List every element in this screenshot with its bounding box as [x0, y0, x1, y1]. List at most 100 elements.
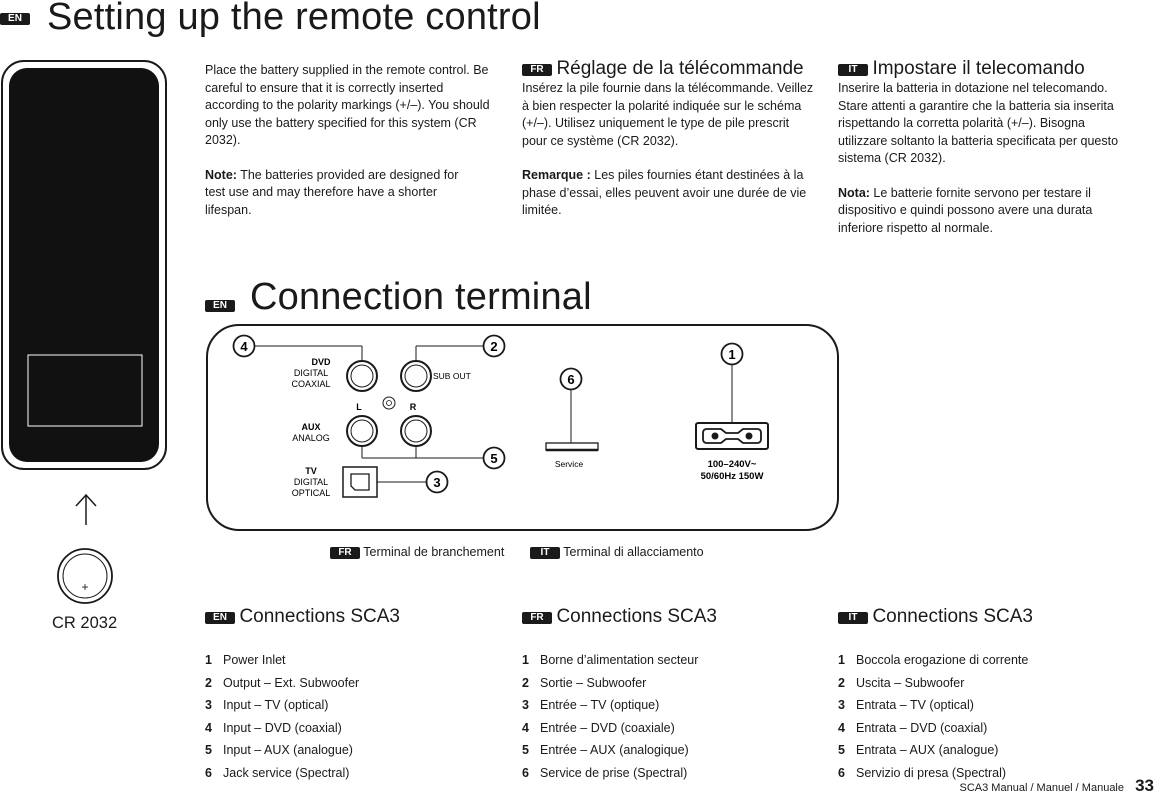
lang-badge-fr: FR — [522, 611, 552, 624]
callout-4: 4 — [232, 334, 256, 358]
svg-text:1: 1 — [728, 347, 735, 362]
label-dvd: DVD — [311, 357, 331, 367]
note-label: Nota: — [838, 185, 870, 200]
setup-en-text: Place the battery supplied in the remote… — [205, 63, 490, 147]
setup-en: Place the battery supplied in the remote… — [205, 62, 495, 219]
footer-manual: SCA3 Manual / Manuel / Manuale — [959, 782, 1124, 794]
setup-it-title: Impostare il telecomando — [872, 58, 1085, 79]
lang-badge-fr: FR — [522, 63, 552, 76]
lang-badge-it: IT — [838, 63, 868, 76]
label-tv: TV — [305, 466, 317, 476]
remote-illustration: + — [1, 60, 167, 604]
label-analog: ANALOG — [292, 433, 330, 443]
terminal-caption-it: IT Terminal di allacciamento — [530, 545, 704, 559]
page-title: Setting up the remote control — [47, 0, 541, 38]
connections-en-title: Connections SCA3 — [239, 606, 400, 627]
svg-text:6: 6 — [567, 372, 574, 387]
label-sub-out: SUB OUT — [433, 371, 471, 381]
callout-5: 5 — [482, 446, 506, 470]
setup-it-note: Nota: Le batterie fornite servono per te… — [838, 185, 1128, 238]
note-label: Note: — [205, 167, 237, 182]
page-header: EN — [0, 10, 30, 28]
lang-badge-en: EN — [0, 12, 30, 25]
battery-plus-sign: + — [81, 580, 88, 594]
power-inlet — [695, 422, 769, 450]
connections-it-heading: IT Connections SCA3 — [838, 606, 1033, 628]
coin-battery-icon — [57, 548, 113, 604]
svg-text:2: 2 — [490, 339, 497, 354]
lang-badge-fr: FR — [330, 546, 360, 559]
label-left: L — [356, 402, 362, 412]
svg-text:5: 5 — [490, 451, 497, 466]
setup-en-note: Note: The batteries provided are designe… — [205, 167, 477, 220]
label-digital-2: DIGITAL — [294, 477, 328, 487]
caption-fr-text: Terminal de branchement — [363, 545, 505, 559]
note-text: Les piles fournies étant destinées à la … — [522, 168, 807, 217]
service-port — [545, 442, 599, 452]
aux-right-jack — [400, 415, 432, 447]
terminal-diagram: DVD DIGITAL COAXIAL AUX ANALOG TV DIGITA… — [206, 324, 839, 531]
terminal-title: Connection terminal — [250, 276, 592, 318]
battery-label: CR 2032 — [52, 614, 118, 632]
note-label: Remarque : — [522, 168, 591, 182]
setup-fr-text: Insérez la pile fournie dans la télécomm… — [522, 81, 814, 148]
label-power-voltage: 100–240V~ — [708, 459, 757, 470]
connections-it-title: Connections SCA3 — [872, 606, 1033, 627]
dvd-coaxial-jack — [346, 360, 378, 392]
callout-1: 1 — [720, 342, 744, 366]
connections-fr-title: Connections SCA3 — [556, 606, 717, 627]
lang-badge-en: EN — [205, 299, 235, 312]
setup-fr-title: Réglage de la télécommande — [556, 58, 804, 79]
label-service: Service — [555, 459, 584, 469]
setup-it-heading: IT Impostare il telecomando — [838, 58, 1085, 80]
svg-text:3: 3 — [433, 475, 440, 490]
terminal-caption-fr: FR Terminal de branchement — [330, 545, 504, 559]
setup-fr-heading: FR Réglage de la télécommande — [522, 58, 804, 80]
lang-badge-it: IT — [530, 546, 560, 559]
terminal-heading-badge: EN — [205, 297, 235, 315]
callout-3: 3 — [425, 470, 449, 494]
connections-fr-heading: FR Connections SCA3 — [522, 606, 717, 628]
setup-it-text: Inserire la batteria in dotazione nel te… — [838, 81, 1119, 165]
connections-en-heading: EN Connections SCA3 — [205, 606, 400, 628]
setup-fr: Insérez la pile fournie dans la télécomm… — [522, 80, 814, 220]
label-power-rating: 50/60Hz 150W — [701, 471, 764, 482]
note-text: Le batterie fornite servono per testare … — [838, 185, 1093, 235]
tv-optical-port — [342, 466, 378, 498]
caption-it-text: Terminal di allacciamento — [563, 545, 704, 559]
svg-text:4: 4 — [240, 339, 248, 354]
label-aux: AUX — [301, 422, 320, 432]
label-digital: DIGITAL — [294, 368, 328, 378]
label-optical: OPTICAL — [292, 488, 331, 498]
lang-badge-en: EN — [205, 611, 235, 624]
ground-screw-icon — [382, 396, 396, 410]
label-right: R — [410, 402, 417, 412]
setup-fr-note: Remarque : Les piles fournies étant dest… — [522, 167, 814, 220]
callout-2: 2 — [482, 334, 506, 358]
callout-6: 6 — [559, 367, 583, 391]
aux-left-jack — [346, 415, 378, 447]
page-number: 33 — [1135, 776, 1154, 795]
battery-compartment — [27, 354, 143, 427]
note-text: The batteries provided are designed for … — [205, 167, 459, 217]
